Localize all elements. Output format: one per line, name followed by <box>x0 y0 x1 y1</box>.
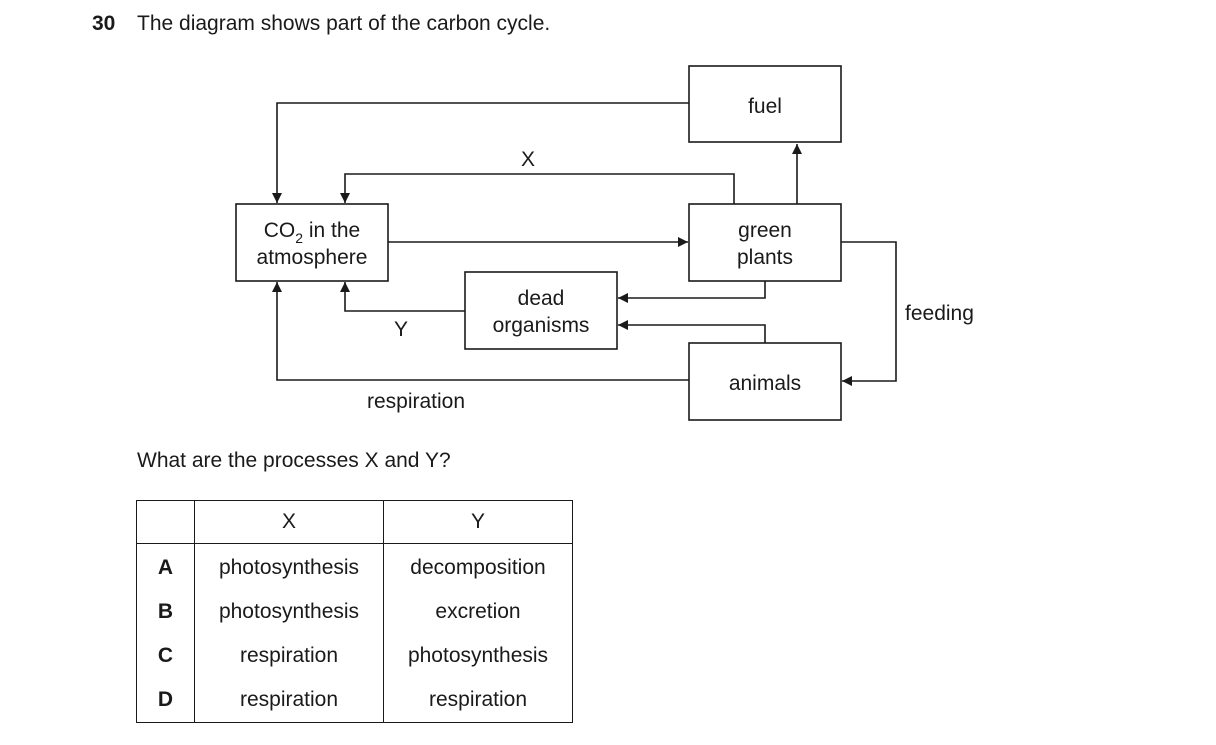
green-plants-box <box>688 203 842 282</box>
option-y: excretion <box>383 590 573 634</box>
question-text: The diagram shows part of the carbon cyc… <box>137 12 551 35</box>
label-x: X <box>521 148 535 171</box>
header-blank <box>136 500 195 544</box>
table-row: C respiration photosynthesis <box>136 634 573 678</box>
table-row: A photosynthesis decomposition <box>136 543 573 590</box>
fuel-box <box>688 65 842 143</box>
co2-subscript: 2 <box>295 230 303 246</box>
dead-organisms-text-line1: dead <box>518 287 565 310</box>
arrow-feeding-plants-to-animals <box>841 241 897 386</box>
option-letter: C <box>136 634 195 678</box>
option-x: respiration <box>194 678 384 723</box>
arrow-y-dead-to-co2 <box>340 282 465 312</box>
table-row: D respiration respiration <box>136 678 573 723</box>
co2-box-text-line1: CO2 in the <box>264 219 361 246</box>
option-x: respiration <box>194 634 384 678</box>
dead-organisms-box <box>464 271 618 350</box>
co2-box-text-line2: atmosphere <box>257 246 368 269</box>
animals-box-text: animals <box>729 372 801 395</box>
header-x: X <box>194 500 384 544</box>
answer-table: X Y A photosynthesis decomposition B pho… <box>136 500 573 723</box>
co2-atmosphere-box <box>235 203 389 282</box>
label-respiration: respiration <box>367 390 465 413</box>
arrow-plants-to-dead <box>618 281 766 303</box>
option-x: photosynthesis <box>194 590 384 634</box>
green-plants-text-line1: green <box>738 219 792 242</box>
option-letter: B <box>136 590 195 634</box>
label-feeding: feeding <box>905 302 974 325</box>
arrow-animals-to-dead <box>618 320 766 343</box>
arrow-respiration-animals-to-co2 <box>272 282 689 381</box>
label-y: Y <box>394 318 408 341</box>
fuel-box-text: fuel <box>748 95 782 118</box>
header-y: Y <box>383 500 573 544</box>
option-letter: A <box>136 543 195 590</box>
carbon-cycle-diagram: CO2 in the atmosphere fuel green plants … <box>235 65 974 421</box>
dead-organisms-text-line2: organisms <box>493 314 590 337</box>
table-row: B photosynthesis excretion <box>136 590 573 634</box>
question-number: 30 <box>92 12 116 35</box>
option-x: photosynthesis <box>194 543 384 590</box>
arrow-fuel-to-co2 <box>272 102 689 203</box>
question-prompt: What are the processes X and Y? <box>137 449 451 472</box>
answer-table-header: X Y <box>136 500 573 544</box>
option-letter: D <box>136 678 195 723</box>
option-y: photosynthesis <box>383 634 573 678</box>
arrow-x-plants-to-co2 <box>340 173 735 204</box>
option-y: decomposition <box>383 543 573 590</box>
option-y: respiration <box>383 678 573 723</box>
green-plants-text-line2: plants <box>737 246 793 269</box>
